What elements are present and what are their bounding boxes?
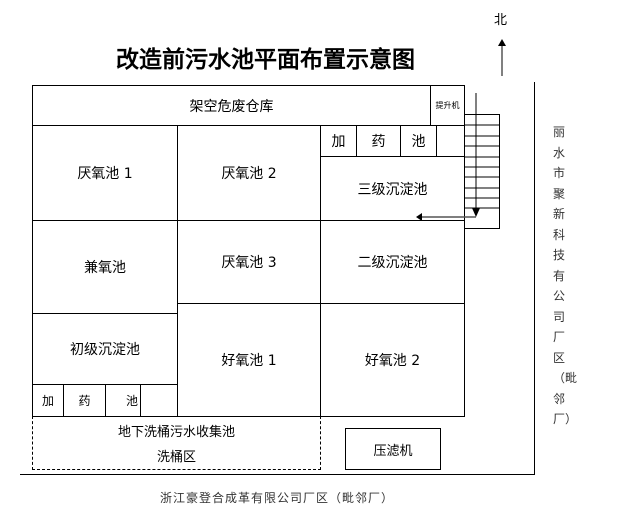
tertiary-label: 三级沉淀池: [357, 181, 428, 198]
warehouse-label: 架空危废仓库: [189, 98, 274, 115]
stairs-and-flow-arrow: [416, 93, 500, 229]
aerobic-tank-1: 好氧池 1: [177, 303, 321, 417]
filter-press: 压滤机: [345, 428, 441, 470]
primary-settling-tank: 初级沉淀池: [32, 313, 178, 385]
boundary-line-south: [20, 474, 535, 475]
anaerobic-1-label: 厌氧池 1: [77, 166, 133, 182]
north-arrow-icon: [498, 39, 506, 76]
warehouse: 架空危废仓库: [32, 85, 431, 126]
dosing-cell: 药: [63, 384, 106, 417]
dosing-char: 池: [411, 134, 426, 150]
filter-press-label: 压滤机: [373, 443, 413, 459]
boundary-line-east: [534, 82, 535, 475]
south-neighbor-label: 浙江豪登合成革有限公司厂区（毗邻厂）: [160, 491, 395, 505]
dosing-char: 药: [371, 134, 386, 150]
underground-collection-tank: 地下洗桶污水收集池 洗桶区: [32, 416, 321, 470]
north-label: 北: [494, 13, 508, 28]
dosing-cell: 加: [32, 384, 64, 417]
dosing-char: 加: [41, 394, 54, 408]
dosing-cell: 加: [320, 125, 357, 157]
dosing-char: 加: [331, 134, 346, 150]
anaerobic-tank-3: 厌氧池 3: [177, 220, 321, 304]
dosing-char: 药: [78, 394, 91, 408]
diagram-title: 改造前污水池平面布置示意图: [116, 46, 415, 73]
aerobic-1-label: 好氧池 1: [221, 353, 277, 369]
facultative-label: 兼氧池: [84, 260, 126, 276]
underground-label: 地下洗桶污水收集池: [117, 425, 235, 440]
lift-label: 提升机: [435, 101, 460, 110]
primary-label: 初级沉淀池: [70, 342, 140, 358]
wash-area-label: 洗桶区: [156, 450, 196, 465]
facultative-tank: 兼氧池: [32, 220, 178, 314]
aerobic-tank-2: 好氧池 2: [320, 303, 465, 417]
east-neighbor-label: 丽水市聚新科技有公司厂区（毗邻厂）: [553, 125, 578, 426]
dosing-cell: 药: [356, 125, 401, 157]
secondary-label: 二级沉淀池: [357, 255, 428, 271]
dosing-cell: [140, 384, 178, 417]
aerobic-2-label: 好氧池 2: [364, 353, 421, 369]
anaerobic-2-label: 厌氧池 2: [221, 166, 277, 182]
dosing-cell: 池: [105, 384, 141, 417]
anaerobic-3-label: 厌氧池 3: [221, 255, 277, 271]
anaerobic-tank-1: 厌氧池 1: [32, 125, 178, 221]
dosing-char: 池: [125, 394, 138, 408]
anaerobic-tank-2: 厌氧池 2: [177, 125, 321, 221]
